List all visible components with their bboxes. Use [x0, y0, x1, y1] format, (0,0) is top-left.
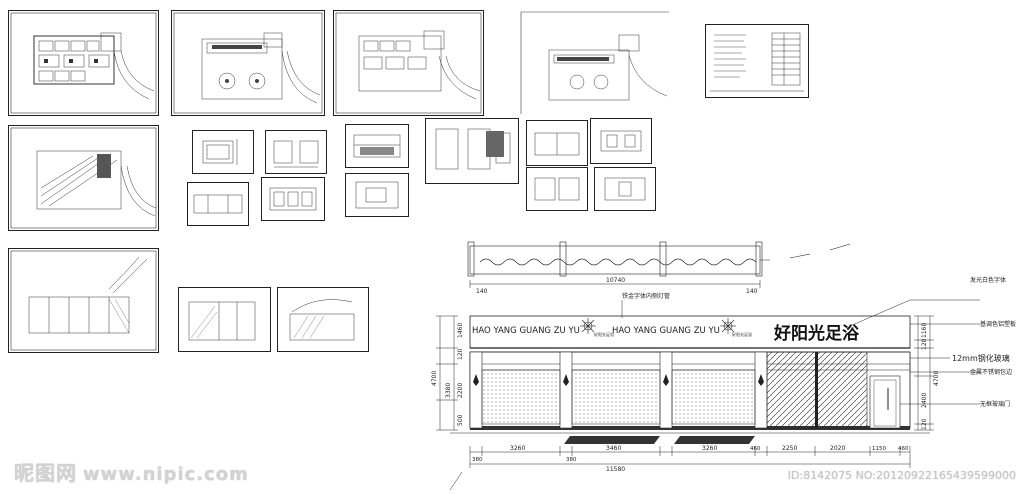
detail-drawing — [534, 177, 580, 201]
ceiling-plan-drawing — [10, 127, 157, 229]
logo-small-text-1: 好阳光足浴 — [594, 331, 614, 337]
pillar-lamps — [473, 374, 764, 386]
glass-panels — [481, 369, 756, 425]
drawing-sheet-legend-table — [705, 24, 809, 98]
dim-top-right: 140 — [746, 288, 758, 295]
dim-right-d: 2400 — [921, 393, 928, 408]
floor-plan-drawing — [173, 12, 323, 114]
watermark-id: ID:8142075 NO:20120922165439599000 — [787, 469, 1016, 482]
floor-mats — [564, 436, 755, 444]
drawing-sheet-detail-9 — [590, 118, 652, 164]
drawing-sheet-detail-7 — [425, 118, 519, 184]
note-tempered-glass: 12mm钢化玻璃 — [952, 353, 1010, 363]
dim-bottom-8: 2020 — [830, 445, 845, 452]
sign-en-2: HAO YANG GUANG ZU YU — [612, 326, 720, 336]
dim-top-left: 140 — [476, 288, 488, 295]
drawing-sheet-floor-plan-1 — [8, 10, 159, 116]
entrance-glass — [766, 351, 868, 429]
detail-drawing — [353, 134, 401, 158]
dim-right-c: 4700 — [933, 371, 940, 386]
detail-drawing — [604, 177, 646, 201]
dim-left-b: 120 — [457, 348, 464, 360]
dim-bottom-7: 2250 — [782, 445, 797, 452]
dim-bottom-6: 460 — [750, 446, 761, 452]
detail-drawing — [534, 132, 580, 156]
drawing-sheet-detail-5 — [345, 124, 409, 168]
legend-table-drawing — [710, 32, 804, 92]
detail-drawing — [269, 187, 317, 211]
floor-plan-drawing — [335, 12, 482, 114]
plan-strip — [467, 241, 851, 277]
drawing-sheet-section-2 — [277, 287, 369, 352]
dim-right-e: 120 — [921, 418, 928, 430]
dim-top-total: 10740 — [606, 277, 625, 284]
detail-drawing — [202, 139, 238, 165]
storefront-elevation-drawing: 140 10740 140 HAO YANG GUANG ZU YU 好阳光足浴… — [410, 240, 1024, 491]
detail-drawing — [355, 181, 399, 209]
logo-small-text-2: 好阳光足浴 — [732, 331, 752, 337]
drawing-sheet-detail-11 — [594, 167, 656, 211]
drawing-sheet-detail-6 — [345, 173, 409, 217]
drawing-sheet-detail-4 — [261, 177, 325, 221]
watermark-url: www.nipic.com — [83, 464, 249, 485]
sun-logo-2 — [720, 318, 736, 334]
note-tube-lights: 铁金字体内侧灯管 — [622, 292, 670, 300]
sun-logo-1 — [580, 318, 596, 334]
dim-bottom-total: 11580 — [606, 466, 625, 473]
dim-bottom-2: 3260 — [510, 445, 525, 452]
note-glow-letters: 发光白色字体 — [970, 276, 1006, 284]
sign-cn-title: 好阳光足浴 — [773, 323, 860, 344]
watermark-site-name: 昵图网 — [14, 461, 77, 485]
drawing-sheet-detail-1 — [192, 130, 254, 174]
section-drawing — [289, 299, 355, 341]
note-steel-edging: 金属不锈钢包边 — [970, 368, 1012, 376]
note-frameless-door: 无框玻璃门 — [980, 400, 1010, 408]
drawing-sheet-floor-plan-4 — [519, 10, 671, 116]
section-drawing — [188, 301, 256, 341]
drawing-sheet-detail-3 — [187, 182, 249, 226]
dim-left-d: 2200 — [457, 383, 464, 398]
watermark-site: 昵图网 www.nipic.com — [14, 457, 249, 486]
dim-left-c: 3380 — [445, 383, 452, 398]
drawing-sheet-detail-8 — [526, 120, 588, 166]
frameless-door — [869, 375, 901, 429]
drawing-sheet-section-1 — [178, 287, 271, 352]
detail-drawing — [600, 130, 642, 152]
drawing-sheet-floor-plan-2 — [171, 10, 325, 116]
detail-drawing — [435, 128, 511, 170]
dim-right-b: 120 — [921, 338, 928, 350]
drawing-sheet-floor-plan-3 — [333, 10, 484, 116]
dim-right-a: 1160 — [921, 323, 928, 338]
floor-plan-drawing — [520, 11, 669, 114]
dim-bottom-1: 380 — [472, 457, 483, 463]
detail-drawing — [193, 194, 243, 214]
floor-plan-drawing — [10, 12, 157, 114]
drawing-sheet-detail-10 — [526, 167, 588, 211]
drawing-sheet-ceiling-plan — [8, 125, 159, 231]
dim-left-e: 500 — [457, 414, 464, 426]
dim-bottom-5: 3260 — [702, 445, 717, 452]
dim-bottom-10: 460 — [898, 446, 909, 452]
drawing-sheet-detail-2 — [265, 130, 327, 174]
dim-left-a: 1460 — [457, 323, 464, 338]
detail-drawing — [273, 140, 319, 168]
sign-en-1: HAO YANG GUANG ZU YU — [472, 326, 580, 336]
dim-bottom-3: 380 — [566, 457, 577, 463]
dim-left-total: 4700 — [431, 371, 438, 386]
drawing-sheet-elevation-overview — [8, 248, 159, 353]
elevation-drawing — [10, 250, 157, 351]
dim-bottom-9: 1150 — [872, 446, 886, 452]
dim-bottom-4: 3460 — [606, 445, 621, 452]
note-aluminum-panel: 基调色铝塑板 — [980, 320, 1016, 328]
